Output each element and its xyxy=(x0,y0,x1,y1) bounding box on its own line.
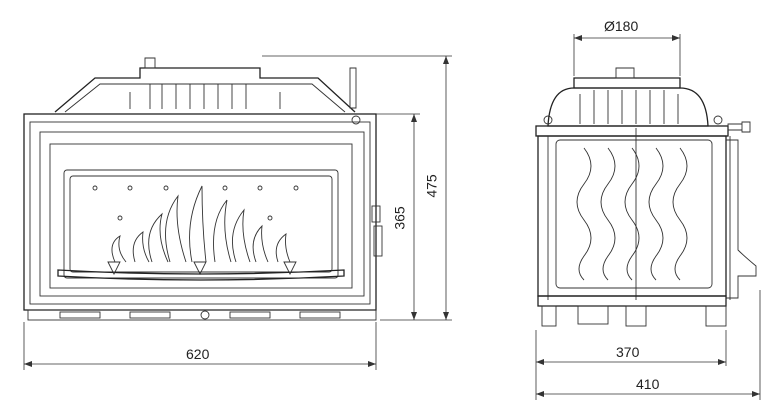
back-plate-dots xyxy=(92,185,299,221)
side-handle-top xyxy=(727,121,751,133)
front-glass-inner xyxy=(69,175,333,273)
flue-collar xyxy=(573,77,681,89)
side-body xyxy=(537,135,727,297)
flames xyxy=(111,185,291,263)
front-width-label: 620 xyxy=(186,346,210,362)
front-hood xyxy=(54,67,356,113)
side-waves xyxy=(576,147,688,281)
side-dome xyxy=(547,87,709,127)
side-door-profile xyxy=(726,139,757,299)
side-base xyxy=(537,295,727,307)
side-bolt-left xyxy=(543,115,553,125)
front-door-inner xyxy=(49,143,353,289)
front-hood-inner xyxy=(64,83,346,113)
flue-diameter-label: Ø180 xyxy=(604,18,639,34)
side-dimensions xyxy=(535,34,761,400)
door-handle-lower xyxy=(373,225,383,257)
front-view xyxy=(23,57,383,321)
front-bottom-details xyxy=(59,310,341,320)
side-depth-inner-label: 370 xyxy=(616,344,640,360)
side-bolt-right xyxy=(713,115,723,125)
side-top-band xyxy=(535,125,729,137)
grate xyxy=(57,269,345,281)
door-handle xyxy=(371,205,381,223)
front-hood-ribs xyxy=(129,57,357,109)
side-depth-total-label: 410 xyxy=(636,376,660,392)
front-frame-2 xyxy=(29,121,371,305)
front-glass xyxy=(63,169,339,279)
front-door-frame xyxy=(39,131,365,297)
side-view xyxy=(535,67,757,327)
front-bottom-bar xyxy=(27,309,377,321)
side-feet xyxy=(541,305,727,327)
front-knob xyxy=(351,115,361,125)
front-height-total-label: 475 xyxy=(423,174,440,198)
grate-brackets xyxy=(107,261,297,276)
front-height-inner-label: 365 xyxy=(391,206,408,230)
flue-lug xyxy=(615,67,635,79)
front-dimensions xyxy=(23,55,452,370)
side-dome-ribs xyxy=(579,90,679,124)
side-panel xyxy=(555,139,713,289)
